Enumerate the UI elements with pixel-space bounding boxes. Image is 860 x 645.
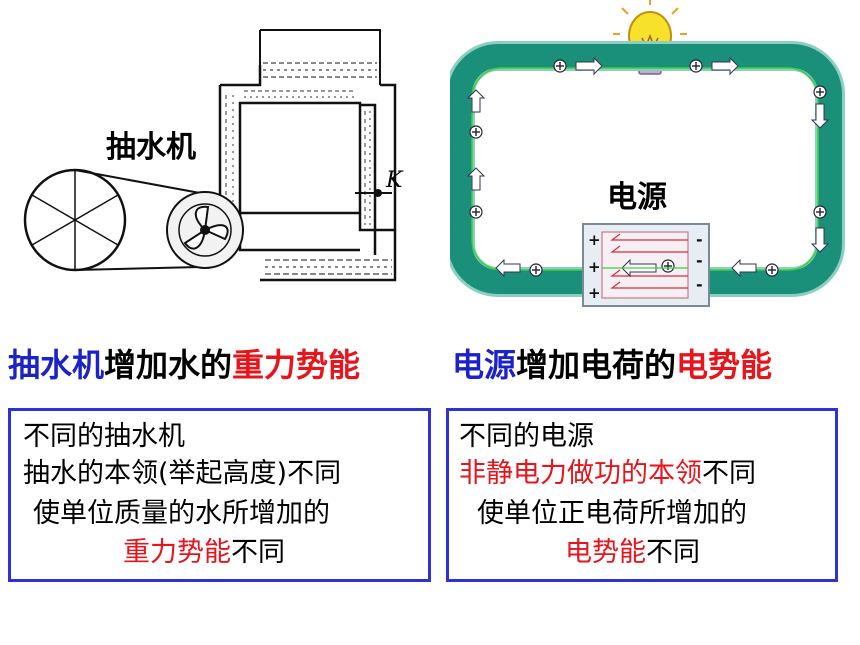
water-pump-diagram xyxy=(23,29,397,282)
battery-block xyxy=(582,223,710,307)
source-box-line-1: 不同的电源 xyxy=(459,421,594,452)
battery-plus-signs: + + + xyxy=(588,231,601,302)
svg-text:-: - xyxy=(696,230,703,249)
current-arrows xyxy=(466,56,830,278)
pump-label: 抽水机 xyxy=(106,130,196,165)
pump-box-line-2: 抽水的本领(举起高度)不同 xyxy=(23,458,342,489)
source-heading-subject: 电源 xyxy=(452,346,517,384)
svg-text:+: + xyxy=(588,231,601,249)
source-box-line-4: 电势能不同 xyxy=(565,535,700,570)
source-box-energy-term: 电势能 xyxy=(565,537,646,568)
pipe-frame xyxy=(218,65,397,282)
source-heading-energy: 电势能 xyxy=(676,346,773,384)
circuit-diagram: + + + - - - xyxy=(450,0,845,307)
upper-reservoir xyxy=(259,29,381,85)
pump-heading-middle: 增加水的 xyxy=(104,346,233,384)
svg-text:+: + xyxy=(588,258,601,276)
source-box-line-2: 非静电力做功的本领不同 xyxy=(459,456,756,491)
svg-text:+: + xyxy=(588,284,601,302)
svg-text:-: - xyxy=(696,251,703,270)
source-box-line-4-rest: 不同 xyxy=(646,537,700,568)
svg-text:-: - xyxy=(696,275,703,294)
source-heading-middle: 增加电荷的 xyxy=(516,346,677,384)
pump-box-energy-term: 重力势能 xyxy=(123,537,231,568)
pump-box-line-4-rest: 不同 xyxy=(231,537,285,568)
pulley-wheel xyxy=(23,168,127,272)
pipe-water xyxy=(225,90,371,225)
pump-heading-energy: 重力势能 xyxy=(232,346,361,384)
pump-box-line-4: 重力势能不同 xyxy=(123,535,285,570)
source-box-nonelectrostatic-term: 非静电力做功的本领 xyxy=(459,458,702,489)
pump-impeller xyxy=(166,191,244,269)
source-box-line-3: 使单位正电荷所增加的 xyxy=(477,498,747,529)
valve-k xyxy=(355,189,392,197)
pump-explanation-box: 不同的抽水机 抽水的本领(举起高度)不同 使单位质量的水所增加的 重力势能不同 xyxy=(8,408,431,582)
source-box-line-2-rest: 不同 xyxy=(702,458,756,489)
source-explanation-box: 不同的电源 非静电力做功的本领不同 使单位正电荷所增加的 电势能不同 xyxy=(446,408,838,582)
drive-belt xyxy=(74,169,201,271)
pump-heading: 抽水机增加水的重力势能 xyxy=(8,340,360,386)
valve-k-label: K xyxy=(386,168,403,193)
pump-box-line-1: 不同的抽水机 xyxy=(23,421,185,452)
pump-box-line-3: 使单位质量的水所增加的 xyxy=(33,498,330,529)
source-heading: 电源增加电荷的电势能 xyxy=(452,340,772,386)
power-source-label: 电源 xyxy=(607,180,667,215)
pump-heading-subject: 抽水机 xyxy=(8,346,105,384)
battery-minus-signs: - - - xyxy=(696,230,703,294)
